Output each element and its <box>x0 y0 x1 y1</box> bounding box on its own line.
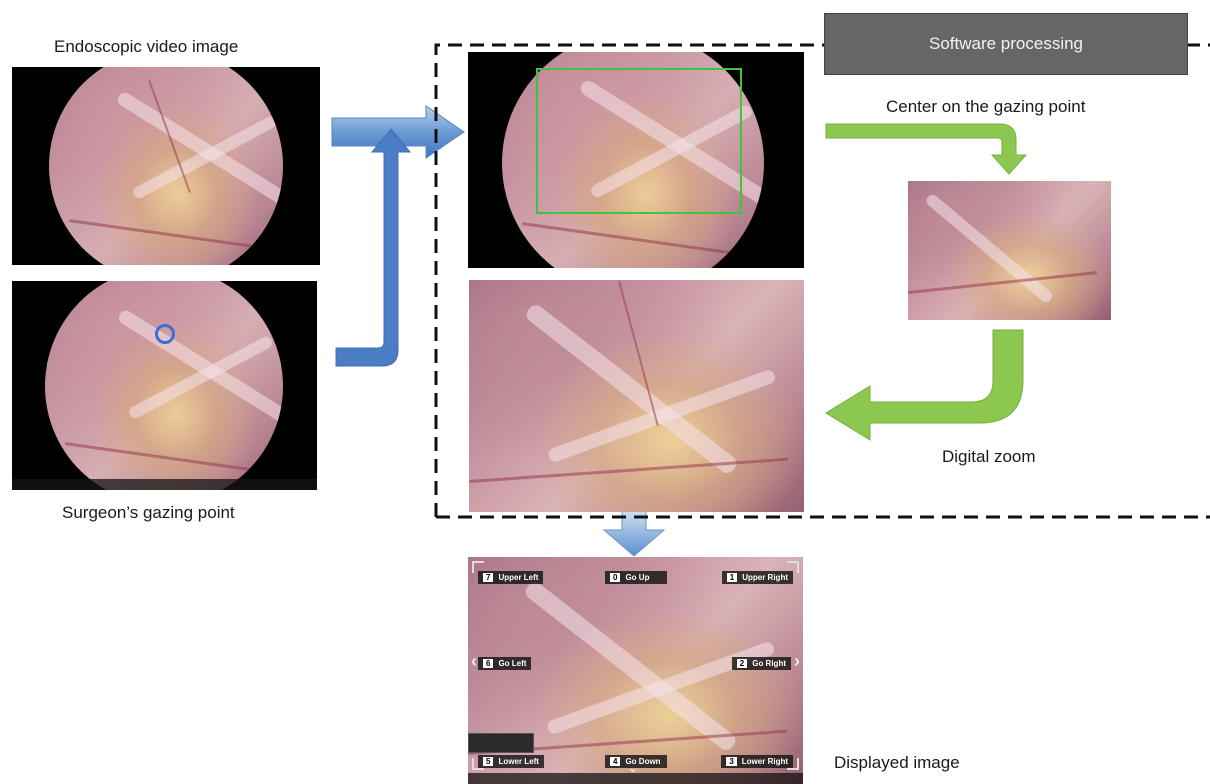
displayed-image-label: Displayed image <box>834 753 960 773</box>
cropped-image <box>908 181 1111 320</box>
chevron-left-icon[interactable]: ‹ <box>471 651 477 672</box>
zoomed-image <box>469 280 804 512</box>
zoom-turn-arrow-icon <box>826 330 1023 440</box>
chevron-right-icon[interactable]: › <box>794 651 800 672</box>
center-turn-arrow-icon <box>826 124 1026 174</box>
display-menu-bar <box>468 773 803 784</box>
status-panel <box>468 733 534 753</box>
digital-zoom-label: Digital zoom <box>942 447 1036 467</box>
